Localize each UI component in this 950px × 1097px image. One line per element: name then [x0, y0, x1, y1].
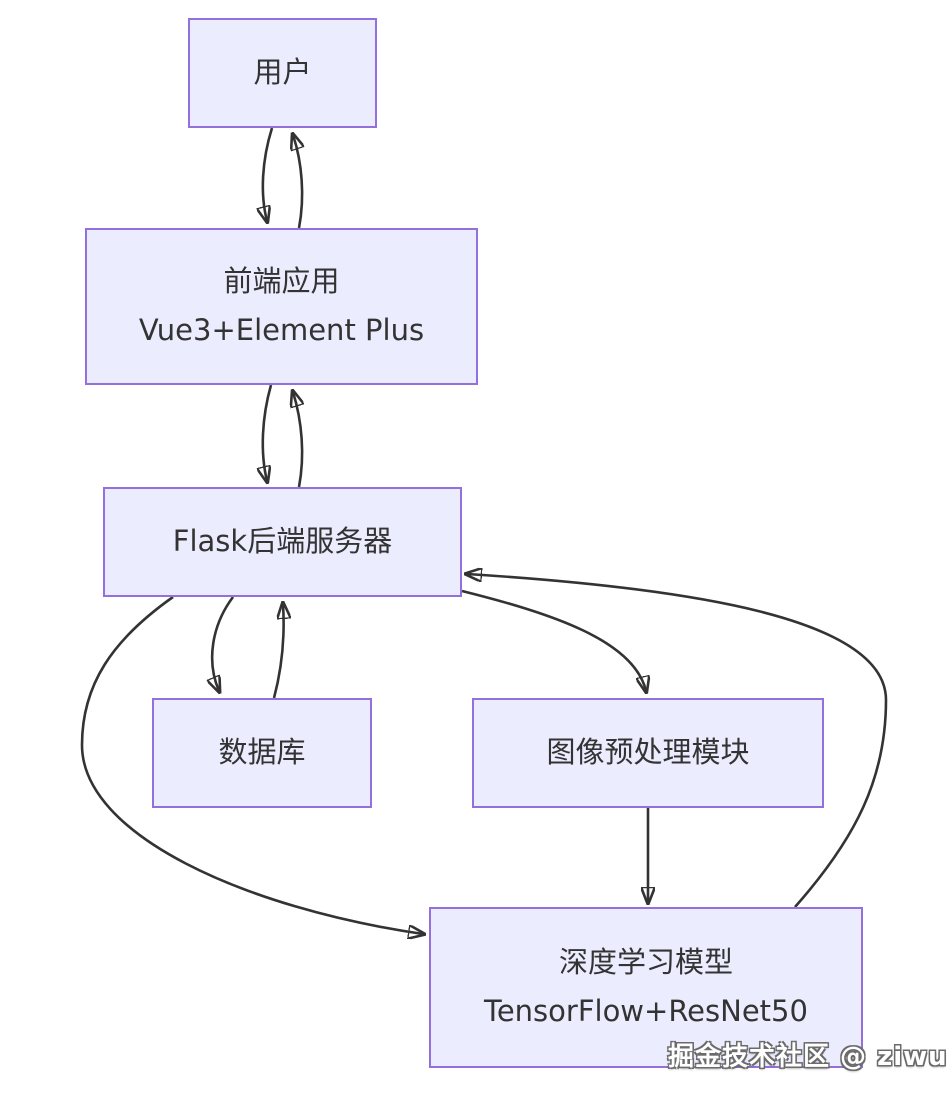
- edge-frontend-to-user: [293, 135, 302, 229]
- node-frontend: 前端应用 Vue3+Element Plus: [85, 228, 478, 385]
- node-preprocess: 图像预处理模块: [472, 698, 824, 808]
- edge-backend-to-preprocess: [461, 589, 646, 691]
- edge-model-to-backend: [467, 574, 888, 908]
- node-frontend-label-line1: 前端应用: [223, 264, 340, 299]
- node-model: 深度学习模型 TensorFlow+ResNet50: [429, 907, 863, 1068]
- node-database: 数据库: [152, 698, 372, 808]
- edge-user-to-frontend: [263, 127, 274, 221]
- edge-backend-to-frontend: [293, 392, 302, 488]
- node-user: 用户: [188, 18, 377, 128]
- node-preprocess-label: 图像预处理模块: [546, 735, 750, 770]
- node-database-label: 数据库: [218, 735, 306, 770]
- node-user-label: 用户: [253, 55, 312, 90]
- edge-frontend-to-backend: [263, 384, 273, 481]
- node-backend-label: Flask后端服务器: [172, 524, 393, 559]
- edge-database-to-backend: [272, 604, 284, 699]
- node-backend: Flask后端服务器: [103, 487, 462, 597]
- watermark: 掘金技术社区 @ ziwu: [668, 1042, 948, 1072]
- node-frontend-label-line2: Vue3+Element Plus: [138, 313, 425, 347]
- node-model-label-line1: 深度学习模型: [558, 945, 733, 980]
- edge-backend-to-model: [80, 595, 423, 934]
- node-model-label-line2: TensorFlow+ResNet50: [484, 994, 808, 1028]
- edge-backend-to-database: [212, 596, 235, 691]
